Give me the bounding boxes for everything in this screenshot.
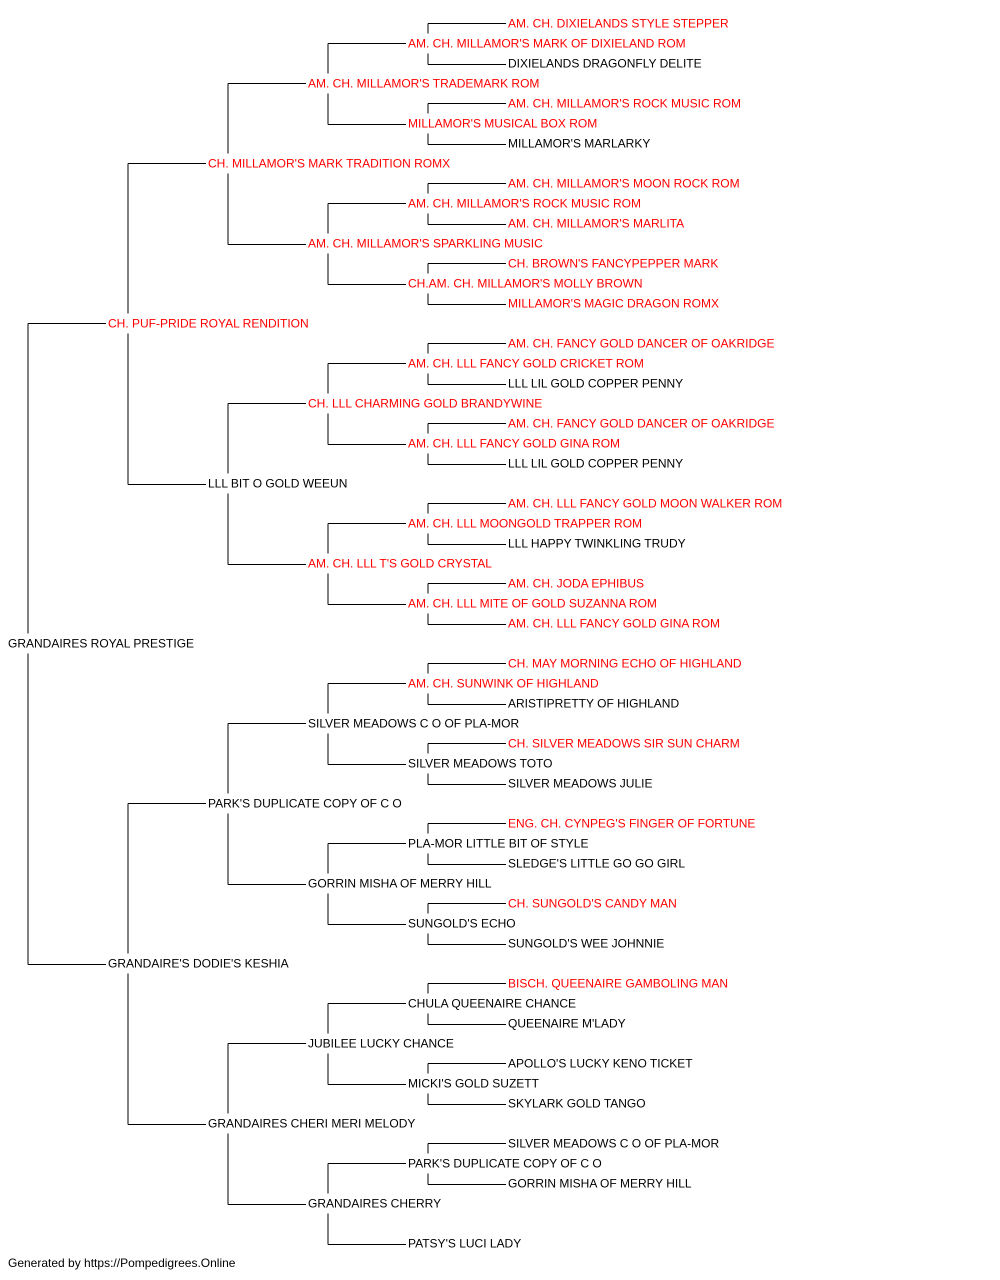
dam-name-gen3: AM. CH. MILLAMOR'S SPARKLING MUSIC [308, 237, 543, 251]
dam-name-gen3: AM. CH. LLL T'S GOLD CRYSTAL [308, 557, 492, 571]
dam-name-gen5: SUNGOLD'S WEE JOHNNIE [508, 937, 664, 951]
generator-credit: Generated by https://Pompedigrees.Online [8, 1256, 236, 1270]
dam-name-gen4: MICKI'S GOLD SUZETT [408, 1077, 540, 1091]
sire-name-gen2: CH. MILLAMOR'S MARK TRADITION ROMX [208, 157, 450, 171]
sire-name-gen5: AM. CH. FANCY GOLD DANCER OF OAKRIDGE [508, 417, 774, 431]
dam-name-gen5: SLEDGE'S LITTLE GO GO GIRL [508, 857, 685, 871]
sire-name-gen5: CH. SILVER MEADOWS SIR SUN CHARM [508, 737, 740, 751]
sire-name-gen5: AM. CH. DIXIELANDS STYLE STEPPER [508, 17, 729, 31]
sire-name-gen5: ENG. CH. CYNPEG'S FINGER OF FORTUNE [508, 817, 755, 831]
dam-name-gen4: SILVER MEADOWS TOTO [408, 757, 552, 771]
sire-name-gen5: AM. CH. MILLAMOR'S MOON ROCK ROM [508, 177, 740, 191]
dam-name-gen1: GRANDAIRE'S DODIE'S KESHIA [108, 957, 289, 971]
dam-name-gen2: LLL BIT O GOLD WEEUN [208, 477, 347, 491]
dam-name-gen4: MILLAMOR'S MUSICAL BOX ROM [408, 117, 597, 131]
sire-name-gen4: AM. CH. MILLAMOR'S MARK OF DIXIELAND ROM [408, 37, 686, 51]
sire-name-gen5: BISCH. QUEENAIRE GAMBOLING MAN [508, 977, 728, 991]
dam-name-gen5: GORRIN MISHA OF MERRY HILL [508, 1177, 692, 1191]
sire-name-gen4: AM. CH. LLL FANCY GOLD CRICKET ROM [408, 357, 644, 371]
sire-name-gen2: PARK'S DUPLICATE COPY OF C O [208, 797, 402, 811]
sire-name-gen5: AM. CH. JODA EPHIBUS [508, 577, 644, 591]
sire-name-gen5: AM. CH. MILLAMOR'S ROCK MUSIC ROM [508, 97, 741, 111]
sire-name-gen3: AM. CH. MILLAMOR'S TRADEMARK ROM [308, 77, 539, 91]
dam-name-gen4: AM. CH. LLL MITE OF GOLD SUZANNA ROM [408, 597, 657, 611]
sire-name-gen3: SILVER MEADOWS C O OF PLA-MOR [308, 717, 519, 731]
sire-name-gen4: PARK'S DUPLICATE COPY OF C O [408, 1157, 602, 1171]
dam-name-gen4: PATSY'S LUCI LADY [408, 1237, 521, 1251]
sire-name-gen5: AM. CH. FANCY GOLD DANCER OF OAKRIDGE [508, 337, 774, 351]
dam-name-gen5: QUEENAIRE M'LADY [508, 1017, 626, 1031]
dam-name-gen5: SILVER MEADOWS JULIE [508, 777, 652, 791]
sire-name-gen3: JUBILEE LUCKY CHANCE [308, 1037, 454, 1051]
dam-name-gen4: SUNGOLD'S ECHO [408, 917, 516, 931]
dam-name-gen5: ARISTIPRETTY OF HIGHLAND [508, 697, 679, 711]
dam-name-gen5: AM. CH. LLL FANCY GOLD GINA ROM [508, 617, 720, 631]
dam-name-gen2: GRANDAIRES CHERI MERI MELODY [208, 1117, 415, 1131]
sire-name-gen4: AM. CH. LLL MOONGOLD TRAPPER ROM [408, 517, 642, 531]
sire-name-gen5: CH. BROWN'S FANCYPEPPER MARK [508, 257, 718, 271]
dam-name-gen5: SKYLARK GOLD TANGO [508, 1097, 646, 1111]
sire-name-gen5: APOLLO'S LUCKY KENO TICKET [508, 1057, 693, 1071]
sire-name-gen3: CH. LLL CHARMING GOLD BRANDYWINE [308, 397, 542, 411]
dam-name-gen5: AM. CH. MILLAMOR'S MARLITA [508, 217, 684, 231]
dam-name-gen5: DIXIELANDS DRAGONFLY DELITE [508, 57, 702, 71]
sire-name-gen4: AM. CH. SUNWINK OF HIGHLAND [408, 677, 599, 691]
sire-name-gen5: CH. MAY MORNING ECHO OF HIGHLAND [508, 657, 742, 671]
dam-name-gen4: AM. CH. LLL FANCY GOLD GINA ROM [408, 437, 620, 451]
sire-name-gen5: SILVER MEADOWS C O OF PLA-MOR [508, 1137, 719, 1151]
dam-name-gen5: MILLAMOR'S MARLARKY [508, 137, 650, 151]
sire-name-gen5: AM. CH. LLL FANCY GOLD MOON WALKER ROM [508, 497, 782, 511]
dam-name-gen4: CH.AM. CH. MILLAMOR'S MOLLY BROWN [408, 277, 643, 291]
dam-name-gen5: LLL LIL GOLD COPPER PENNY [508, 457, 683, 471]
sire-name-gen4: PLA-MOR LITTLE BIT OF STYLE [408, 837, 589, 851]
sire-name-gen4: AM. CH. MILLAMOR'S ROCK MUSIC ROM [408, 197, 641, 211]
dam-name-gen5: MILLAMOR'S MAGIC DRAGON ROMX [508, 297, 719, 311]
sire-name-gen4: CHULA QUEENAIRE CHANCE [408, 997, 576, 1011]
subject-name: GRANDAIRES ROYAL PRESTIGE [8, 637, 194, 651]
dam-name-gen3: GRANDAIRES CHERRY [308, 1197, 441, 1211]
dam-name-gen3: GORRIN MISHA OF MERRY HILL [308, 877, 492, 891]
dam-name-gen5: LLL HAPPY TWINKLING TRUDY [508, 537, 686, 551]
sire-name-gen1: CH. PUF-PRIDE ROYAL RENDITION [108, 317, 309, 331]
sire-name-gen5: CH. SUNGOLD'S CANDY MAN [508, 897, 677, 911]
dam-name-gen5: LLL LIL GOLD COPPER PENNY [508, 377, 683, 391]
